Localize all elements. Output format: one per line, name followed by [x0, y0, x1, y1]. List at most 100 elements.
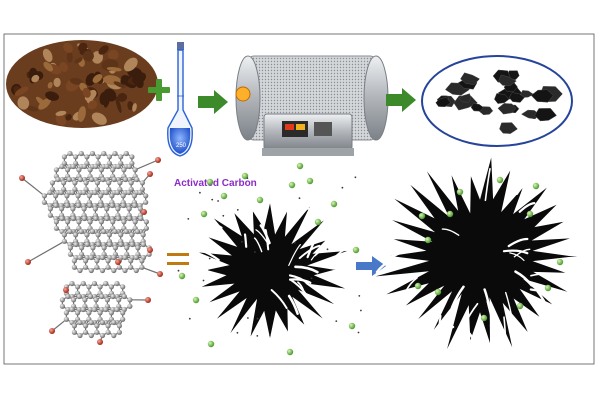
- carbon-atom: [84, 241, 90, 248]
- carbon-atom: [101, 245, 107, 251]
- carbon-atom: [84, 154, 90, 160]
- charcoal-piece: [499, 122, 518, 134]
- pore: [545, 305, 575, 317]
- biomass-piece: [115, 96, 122, 113]
- molecule-bond: [134, 159, 159, 171]
- carbon-atom: [59, 215, 65, 222]
- carbon-atom: [87, 202, 93, 209]
- molecule-atoms: [19, 150, 163, 345]
- carbon-atom: [129, 154, 135, 160]
- carbon-atom: [98, 219, 104, 225]
- carbon-atom: [91, 280, 98, 287]
- carbon-atom: [80, 306, 86, 313]
- biomass-piece: [14, 86, 29, 96]
- pore: [466, 329, 483, 355]
- carbon-atom: [65, 293, 71, 300]
- carbon-atom: [111, 254, 117, 261]
- carbon-atom: [67, 251, 73, 257]
- carbon-atom: [103, 306, 109, 313]
- carbon-atom: [92, 189, 98, 196]
- carbon-atom: [126, 206, 132, 212]
- carbon-atom: [121, 167, 127, 173]
- gas-particle: [208, 257, 211, 260]
- gas-particle: [269, 334, 271, 336]
- carbon-atom: [104, 163, 110, 170]
- carbon-atom: [59, 303, 65, 309]
- carbon-atom: [120, 316, 126, 322]
- carbon-atom: [71, 329, 77, 335]
- pore: [462, 302, 479, 328]
- carbon-atom: [137, 189, 143, 196]
- biomass-piece: [53, 77, 61, 88]
- carbon-atom: [108, 284, 114, 290]
- carbon-atom: [47, 212, 54, 218]
- biomass-piece: [132, 103, 137, 112]
- pore: [450, 285, 465, 309]
- carbon-atom: [118, 232, 124, 238]
- pore: [505, 291, 513, 318]
- carbon-atom: [94, 329, 100, 335]
- carbon-atom: [75, 202, 82, 209]
- biomass-piece: [17, 96, 30, 110]
- biomass-piece: [85, 73, 97, 86]
- carbon-atom: [70, 215, 76, 222]
- gas-particle: [358, 295, 361, 297]
- carbon-atom: [72, 180, 78, 186]
- carbon-atom: [105, 264, 111, 270]
- charcoal-piece: [497, 103, 517, 115]
- carbon-atom: [105, 329, 111, 335]
- pore: [298, 207, 310, 217]
- pore: [478, 326, 485, 344]
- carbon-atom: [63, 310, 69, 316]
- carbon-atom: [146, 251, 152, 257]
- oxygen-atom: [145, 297, 151, 303]
- carbon-atom: [100, 176, 106, 183]
- oxygen-atom: [141, 209, 147, 215]
- carbon-atom: [47, 206, 54, 212]
- gas-molecule: [516, 302, 524, 310]
- carbon-atom: [82, 297, 88, 303]
- pore: [435, 325, 455, 340]
- biomass-piece: [91, 112, 107, 125]
- gas-particle: [310, 277, 313, 280]
- biomass-piece: [65, 114, 72, 121]
- carbon-atom: [98, 193, 104, 199]
- carbon-atom: [115, 163, 121, 170]
- carbon-atom: [53, 219, 60, 225]
- oxygen-atom: [19, 175, 25, 181]
- carbon-atom: [99, 319, 106, 326]
- carbon-atom: [71, 264, 77, 270]
- biomass-piece: [82, 87, 91, 98]
- gas-molecule: [206, 178, 214, 186]
- gas-molecule: [544, 284, 552, 292]
- biomass-piece: [69, 77, 84, 85]
- gas-molecule: [241, 172, 249, 180]
- biomass-piece: [66, 51, 73, 63]
- gas-molecule: [296, 162, 304, 170]
- carbon-atom: [73, 241, 79, 248]
- carbon-atom: [127, 303, 133, 309]
- carbon-atom: [112, 228, 118, 235]
- carbon-atom: [92, 206, 98, 212]
- carbon-atom: [75, 193, 81, 199]
- carbon-atom: [116, 264, 122, 270]
- carbon-atom: [98, 202, 104, 209]
- carbon-atom: [120, 202, 127, 209]
- carbon-atom: [126, 163, 133, 170]
- carbon-atom: [65, 167, 71, 173]
- volumetric-flask-icon: 250: [167, 42, 193, 157]
- carbon-atom: [110, 167, 116, 173]
- arrow-right-icon: [386, 88, 416, 112]
- gas-molecule: [456, 188, 464, 196]
- gas-particle: [199, 191, 201, 194]
- carbon-atom: [84, 232, 90, 238]
- carbon-atom: [69, 189, 76, 196]
- carbon-atom: [98, 167, 104, 173]
- biomass-piece: [98, 45, 109, 55]
- carbon-atom: [121, 219, 127, 225]
- carbon-atom: [104, 206, 110, 212]
- carbon-atom: [83, 258, 89, 264]
- gas-molecule: [306, 177, 314, 185]
- charcoal-piece: [460, 72, 480, 85]
- carbon-atom: [111, 176, 117, 183]
